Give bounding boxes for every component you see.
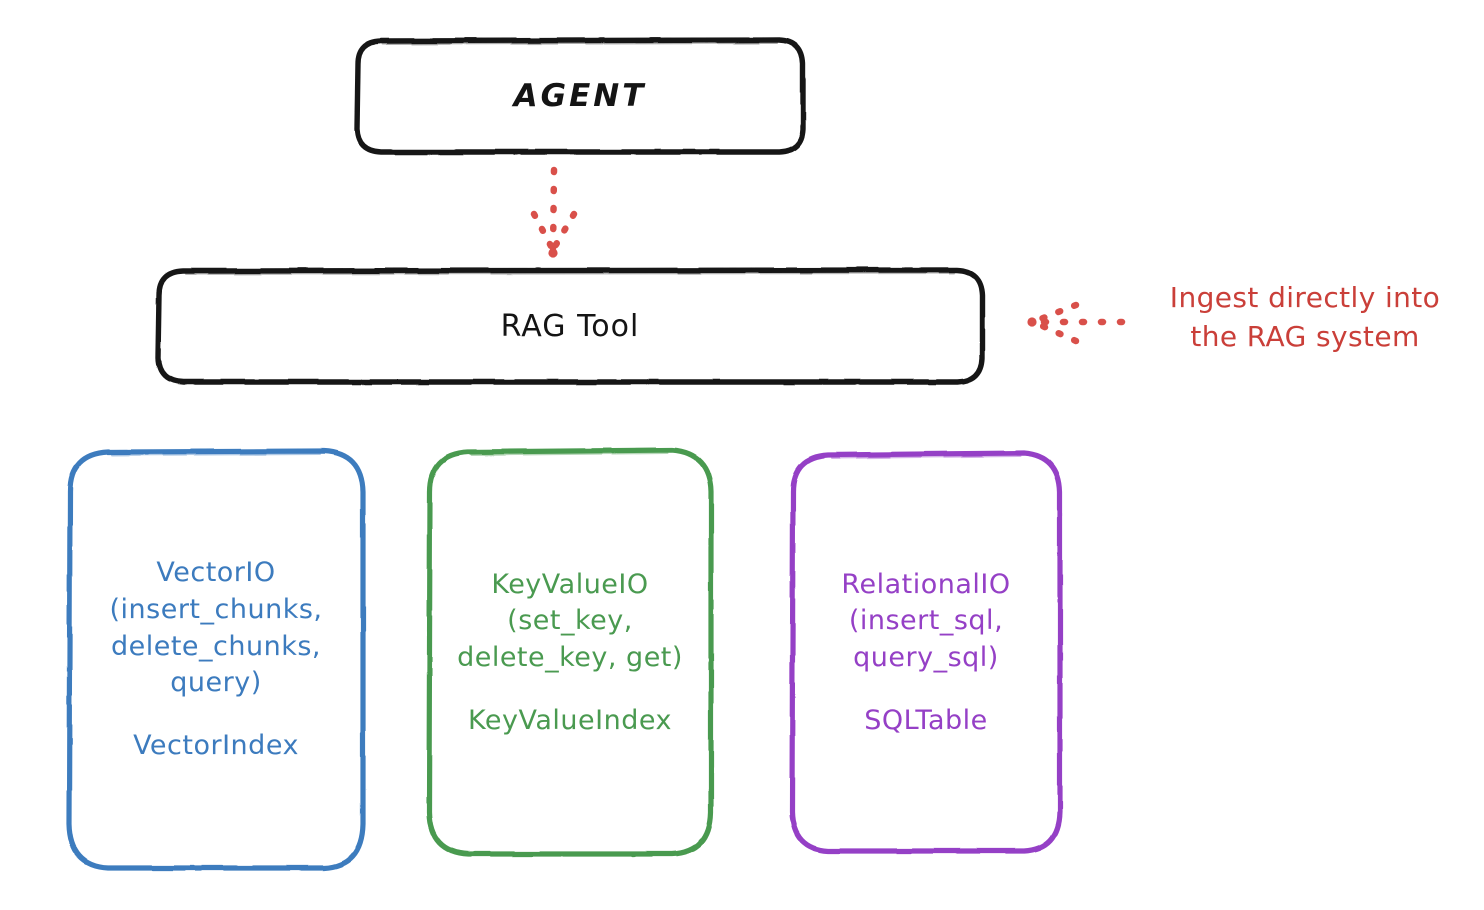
relational-io-node-label: RelationalIO (insert_sql, query_sql) SQL… [792,455,1060,851]
relational-io-secondary-label: SQLTable [864,704,988,736]
ingest-annotation-text: Ingest directly into the RAG system [1169,281,1441,353]
vector-io-primary-label: VectorIO (insert_chunks, delete_chunks, … [109,557,323,699]
agent-label: AGENT [513,78,647,115]
rag-tool-label: RAG Tool [500,308,640,344]
vector-io-secondary-label: VectorIndex [133,730,299,762]
vector-io-node-label: VectorIO (insert_chunks, delete_chunks, … [69,452,363,868]
key-value-io-secondary-label: KeyValueIndex [468,704,672,736]
agent-to-rag-tool-connector [530,166,578,258]
ingest-arrow-connector [1027,301,1126,345]
key-value-io-node-label: KeyValueIO (set_key, delete_key, get) Ke… [429,452,711,854]
key-value-io-primary-label: KeyValueIO (set_key, delete_key, get) [457,568,683,673]
relational-io-primary-label: RelationalIO (insert_sql, query_sql) [841,568,1011,673]
